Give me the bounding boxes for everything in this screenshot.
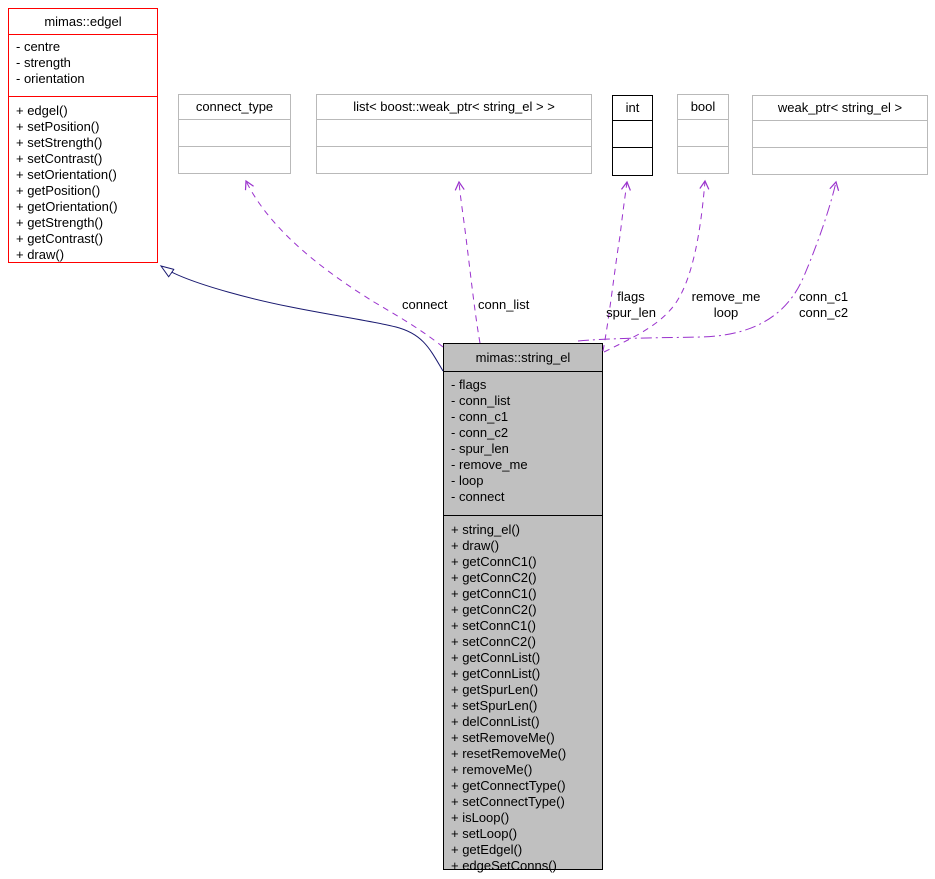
method-row: + isLoop(): [451, 810, 510, 825]
edge-label-connect: connect: [402, 297, 448, 312]
type-node-list-weak-ptr: list< boost::weak_ptr< string_el > >: [316, 94, 592, 174]
empty-compartment: [317, 120, 591, 147]
empty-compartment: [753, 121, 927, 148]
attribute-row: - conn_list: [451, 393, 511, 408]
method-row: + edgel(): [16, 103, 68, 118]
method-row: + setConnC2(): [451, 634, 536, 649]
edge-label-remove-me: remove_me: [691, 289, 761, 304]
method-row: + setStrength(): [16, 135, 103, 150]
type-title-list-weak-ptr: list< boost::weak_ptr< string_el > >: [317, 95, 591, 120]
edge-flags-spur-len: [602, 182, 627, 352]
type-title-bool: bool: [678, 95, 728, 120]
method-row: + setOrientation(): [16, 167, 117, 182]
type-title-int: int: [613, 96, 652, 121]
attribute-row: - remove_me: [451, 457, 528, 472]
attribute-row: - connect: [451, 489, 505, 504]
method-row: + draw(): [16, 247, 65, 262]
edgel-methods: + edgel()+ setPosition()+ setStrength()+…: [9, 97, 157, 271]
attribute-row: - loop: [451, 473, 484, 488]
attribute-row: - strength: [16, 55, 71, 70]
method-row: + string_el(): [451, 522, 520, 537]
edge-label-flags-spur-len: flags spur_len: [598, 289, 664, 321]
empty-compartment: [179, 120, 290, 147]
string-el-methods: + string_el()+ draw()+ getConnC1()+ getC…: [444, 516, 602, 879]
method-row: + getContrast(): [16, 231, 104, 246]
method-row: + getConnC1(): [451, 586, 537, 601]
edge-label-remove-me-loop: remove_me loop: [684, 289, 768, 321]
attribute-row: - centre: [16, 39, 61, 54]
empty-compartment: [678, 147, 728, 173]
method-row: + setConnectType(): [451, 794, 565, 809]
edge-label-flags: flags: [617, 289, 645, 304]
method-row: + delConnList(): [451, 714, 540, 729]
method-row: + getStrength(): [16, 215, 104, 230]
empty-compartment: [753, 148, 927, 174]
empty-compartment: [179, 147, 290, 173]
method-row: + getSpurLen(): [451, 682, 539, 697]
type-node-weak-ptr-string-el: weak_ptr< string_el >: [752, 95, 928, 175]
attribute-row: - conn_c1: [451, 409, 509, 424]
method-row: + getEdgel(): [451, 842, 523, 857]
method-row: + getConnectType(): [451, 778, 566, 793]
type-title-weak-ptr-string-el: weak_ptr< string_el >: [753, 96, 927, 121]
method-row: + getOrientation(): [16, 199, 118, 214]
class-title-string-el[interactable]: mimas::string_el: [444, 344, 602, 372]
edge-label-spur-len: spur_len: [606, 305, 656, 320]
type-node-connect-type: connect_type: [178, 94, 291, 174]
attribute-row: - flags: [451, 377, 487, 392]
method-row: + getConnList(): [451, 666, 541, 681]
method-row: + getPosition(): [16, 183, 101, 198]
type-node-int: int: [612, 95, 653, 176]
class-node-edgel[interactable]: mimas::edgel - centre- strength- orienta…: [8, 8, 158, 263]
class-title-edgel[interactable]: mimas::edgel: [9, 9, 157, 35]
method-row: + getConnC1(): [451, 554, 537, 569]
empty-compartment: [613, 148, 652, 175]
class-node-string-el[interactable]: mimas::string_el - flags- conn_list- con…: [443, 343, 603, 873]
edge-label-conn-c2: conn_c2: [799, 305, 849, 320]
type-title-connect-type: connect_type: [179, 95, 290, 120]
method-row: + getConnC2(): [451, 602, 537, 617]
method-row: + setRemoveMe(): [451, 730, 555, 745]
edge-label-conn-c1: conn_c1: [799, 289, 849, 304]
method-row: + edgeSetConns(): [451, 858, 557, 873]
attribute-row: - spur_len: [451, 441, 509, 456]
empty-compartment: [613, 121, 652, 148]
method-row: + draw(): [451, 538, 500, 553]
method-row: + getConnC2(): [451, 570, 537, 585]
type-node-bool: bool: [677, 94, 729, 174]
edge-conn-list: [459, 182, 481, 344]
method-row: + removeMe(): [451, 762, 533, 777]
method-row: + setContrast(): [16, 151, 103, 166]
edge-label-loop: loop: [713, 305, 739, 320]
edge-remove-me-loop: [603, 181, 705, 353]
string-el-attributes: - flags- conn_list- conn_c1- conn_c2- sp…: [444, 372, 602, 516]
method-row: + getConnList(): [451, 650, 541, 665]
edgel-attributes: - centre- strength- orientation: [9, 35, 157, 97]
method-row: + setLoop(): [451, 826, 518, 841]
method-row: + resetRemoveMe(): [451, 746, 567, 761]
edge-connect: [246, 181, 444, 348]
attribute-row: - conn_c2: [451, 425, 509, 440]
empty-compartment: [317, 147, 591, 173]
method-row: + setConnC1(): [451, 618, 536, 633]
method-row: + setSpurLen(): [451, 698, 538, 713]
edge-label-conn-list: conn_list: [478, 297, 530, 312]
method-row: + setPosition(): [16, 119, 100, 134]
edge-inheritance-string-el-to-edgel: [161, 266, 444, 372]
edge-label-conn-c1-c2: conn_c1 conn_c2: [799, 289, 848, 321]
empty-compartment: [678, 120, 728, 147]
attribute-row: - orientation: [16, 71, 85, 86]
